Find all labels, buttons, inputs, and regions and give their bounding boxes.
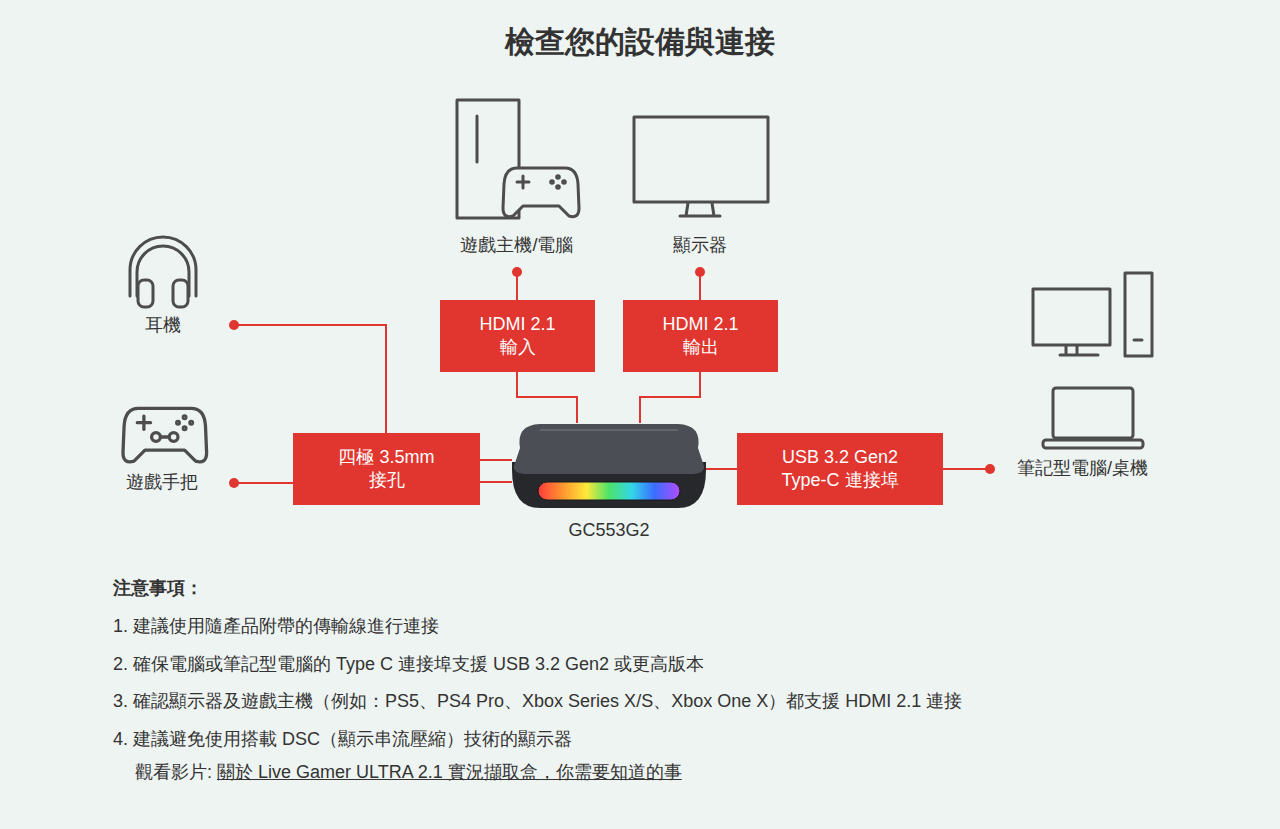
capture-box-picture-part: [538, 482, 680, 500]
port-box: 四極 3.5mm 接孔: [293, 433, 480, 505]
console-icon-part-part: [557, 186, 560, 189]
connector-line: [943, 468, 992, 470]
connector-line: [706, 468, 737, 470]
capture-box: GC553G2: [512, 423, 706, 543]
port-label: 四極 3.5mm 接孔: [337, 446, 437, 493]
device-name: 遊戲手把: [126, 471, 198, 494]
terminal-dot-part: [695, 267, 705, 277]
gamepad-icon: [123, 408, 207, 462]
computer-icon-part: [1060, 346, 1098, 355]
note-item: 1. 建議使用隨產品附帶的傳輸線進行連接: [113, 615, 439, 638]
terminal-dot-part: [985, 464, 995, 474]
connector-line: [517, 372, 577, 423]
terminal-dot-part: [229, 320, 239, 330]
monitor-icon-part: [634, 117, 768, 202]
port-label: HDMI 2.1 輸入: [470, 313, 565, 360]
capture-box-picture-part: [540, 429, 678, 431]
connector-line: [480, 481, 512, 483]
device-name: 耳機: [145, 314, 181, 337]
port-label: USB 3.2 Gen2 Type-C 連接埠: [765, 446, 915, 493]
gamepad-icon-part-part: [137, 421, 150, 424]
capture-box-picture-part: [514, 424, 704, 474]
port-label: HDMI 2.1 輸出: [653, 313, 748, 360]
console-icon-part-part: [503, 168, 579, 217]
computer-icon-part: [1043, 440, 1143, 448]
gamepad-icon-part-part: [160, 435, 169, 438]
monitor-icon: [634, 117, 768, 216]
gamepad-icon-part: [123, 408, 207, 462]
device-name: 筆記型電腦/桌機: [1017, 457, 1148, 480]
computer-icon-part: [1033, 289, 1110, 345]
gamepad-icon-part-part: [177, 421, 180, 424]
port-box: HDMI 2.1 輸入: [440, 300, 595, 372]
port-box: USB 3.2 Gen2 Type-C 連接埠: [737, 433, 943, 505]
gamepad-icon-part-part: [183, 416, 186, 419]
notes-heading: 注意事項：: [113, 577, 203, 600]
console-icon: [457, 100, 579, 218]
terminal-dot-part: [512, 267, 522, 277]
computer-icon-part: [1125, 273, 1152, 356]
console-icon-part-part: [563, 181, 566, 184]
device-label: 顯示器: [640, 234, 760, 272]
device-name: 顯示器: [673, 234, 727, 257]
connector-line: [232, 325, 386, 433]
console-icon-part-part: [551, 181, 554, 184]
note-item: 2. 確保電腦或筆記型電腦的 Type C 連接埠支援 USB 3.2 Gen2…: [113, 653, 704, 676]
console-icon-part: [476, 116, 479, 162]
gamepad-icon-part-part: [190, 421, 193, 424]
connector-line: [232, 482, 293, 484]
device-name: GC553G2: [568, 519, 649, 542]
headphones-icon-part: [173, 280, 188, 307]
note-item: 4. 建議避免使用搭載 DSC（顯示串流壓縮）技術的顯示器: [113, 728, 572, 751]
gamepad-icon-part-part: [183, 427, 186, 430]
diagram-title: 檢查您的設備與連接: [0, 22, 1280, 63]
video-link: 關於 Live Gamer ULTRA 2.1 實況擷取盒，你需要知道的事: [217, 761, 682, 784]
headphones-icon-part: [138, 280, 153, 307]
computer-icon-part: [1053, 388, 1133, 438]
device-label: 遊戲手把: [118, 470, 232, 496]
console-icon-part-part: [517, 181, 529, 184]
connector-line: [480, 459, 512, 461]
capture-box-picture-part: [538, 482, 680, 500]
device-label: 筆記型電腦/桌機: [992, 456, 1172, 482]
computer-icon-part: [1134, 339, 1142, 342]
port-box: HDMI 2.1 輸出: [623, 300, 778, 372]
console-icon-part-part: [557, 176, 560, 179]
console-icon-part: [503, 168, 579, 217]
headphones-icon-part: [130, 237, 196, 296]
headphones-icon: [130, 237, 196, 307]
video-prompt: 觀看影片:: [135, 761, 212, 784]
device-label: 遊戲主機/電腦: [442, 234, 592, 272]
headphones-icon-part: [137, 246, 189, 296]
device-label: 耳機: [128, 312, 232, 340]
capture-box-picture: [512, 424, 706, 508]
note-item: 3. 確認顯示器及遊戲主機（例如：PS5、PS4 Pro、Xbox Series…: [113, 690, 962, 713]
terminal-dot-part: [229, 478, 239, 488]
device-name: 遊戲主機/電腦: [460, 234, 573, 257]
computer-icon: [1033, 273, 1152, 448]
monitor-icon-part: [680, 203, 720, 216]
connector-line: [640, 372, 700, 423]
gamepad-icon-part-part: [123, 408, 207, 462]
